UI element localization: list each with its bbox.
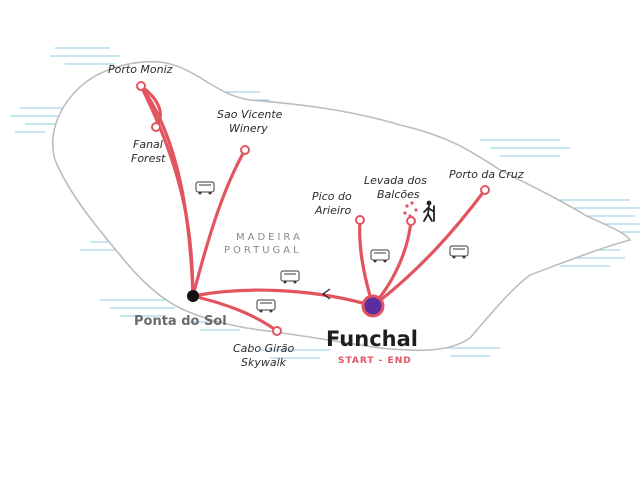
- stop-porto-da-cruz[interactable]: [480, 185, 490, 195]
- label-levada-1: Levada dos: [364, 174, 427, 187]
- route-ponta-cabo-girao: [191, 294, 279, 333]
- stop-fanal-forest[interactable]: [151, 122, 161, 132]
- stop-sao-vicente[interactable]: [240, 145, 250, 155]
- label-fanal-2: Forest: [131, 152, 166, 165]
- route-funchal-porto-cruz: [371, 188, 487, 308]
- bus-icon: [256, 299, 276, 313]
- route-ponta-funchal: [191, 288, 375, 308]
- label-cabo-1: Cabo Girão: [233, 342, 294, 355]
- label-fanal-1: Fanal: [133, 138, 163, 151]
- hiking-icon: [403, 200, 435, 222]
- label-pico-2: Arieiro: [314, 204, 351, 217]
- arrow-left-icon: [321, 288, 331, 300]
- bus-icon: [370, 249, 390, 263]
- stop-ponta-do-sol[interactable]: [187, 290, 199, 302]
- label-porto-moniz: Porto Moniz: [108, 63, 173, 76]
- country-label: PORTUGAL: [224, 245, 302, 256]
- region-label: MADEIRA: [236, 232, 303, 243]
- label-levada-2: Balcões: [377, 188, 420, 201]
- label-funchal: Funchal: [326, 327, 418, 351]
- label-porto-da-cruz: Porto da Cruz: [449, 168, 524, 181]
- stop-cabo-girao[interactable]: [272, 326, 282, 336]
- labels: Porto Moniz Fanal Forest Sao Vicente Win…: [108, 63, 524, 369]
- route-ponta-sao-vicente: [191, 148, 247, 298]
- route-ponta-fanal: [139, 84, 195, 298]
- bus-icon: [195, 181, 215, 195]
- bus-icon: [280, 270, 300, 284]
- stop-pico-do-arieiro[interactable]: [355, 215, 365, 225]
- stop-funchal[interactable]: [361, 294, 385, 318]
- stops: [136, 81, 490, 336]
- bus-icon: [449, 245, 469, 259]
- label-sao-vicente-1: Sao Vicente: [217, 108, 283, 121]
- bus-icons: [195, 181, 469, 313]
- label-pico-1: Pico do: [312, 190, 352, 203]
- stop-levada[interactable]: [406, 216, 416, 226]
- label-cabo-2: Skywalk: [241, 356, 287, 369]
- stop-porto-moniz[interactable]: [136, 81, 146, 91]
- label-ponta-do-sol: Ponta do Sol: [134, 314, 227, 329]
- label-start-end: START - END: [338, 356, 412, 366]
- label-sao-vicente-2: Winery: [229, 122, 268, 135]
